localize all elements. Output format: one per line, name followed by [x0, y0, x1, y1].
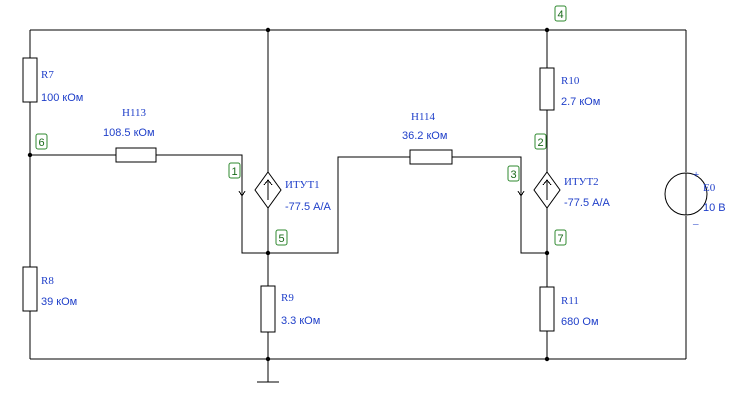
junction-dot — [544, 356, 550, 362]
node-7-marker[interactable]: 7 — [554, 229, 567, 246]
label-r8-name: R8 — [41, 275, 54, 287]
resistor-h113[interactable] — [115, 147, 157, 163]
node-1-label: 1 — [232, 166, 238, 178]
junctions — [27, 27, 550, 362]
node-box — [35, 133, 48, 150]
wire-h113-node1 — [156, 154, 410, 254]
resistor-r11[interactable] — [539, 286, 555, 332]
label-r9-name: R9 — [281, 292, 294, 304]
node-4-marker[interactable]: 4 — [554, 5, 567, 22]
label-itut1-value: -77.5 А/А — [285, 201, 332, 213]
arrow-up-icon — [263, 179, 273, 200]
label-itut2-name: ИТУТ2 — [564, 176, 599, 188]
e0-plus-sign: + — [693, 169, 699, 181]
label-e0-value: 10 В — [703, 202, 726, 214]
node-4-label: 4 — [558, 9, 564, 21]
node-box — [275, 229, 288, 246]
node-3-label: 3 — [511, 169, 517, 181]
resistor-r8[interactable] — [22, 266, 38, 312]
junction-dot — [265, 356, 271, 362]
resistor-r9[interactable] — [260, 285, 276, 333]
junction-dot — [544, 250, 550, 256]
label-r7-name: R7 — [41, 69, 54, 81]
voltage-source-e0[interactable] — [664, 172, 708, 216]
node-5-marker[interactable]: 5 — [275, 229, 288, 246]
node-5-label: 5 — [279, 233, 285, 245]
arrow-up-icon — [542, 179, 552, 200]
junction-dot — [265, 27, 271, 33]
label-e0-name: E0 — [703, 182, 716, 194]
node-box — [228, 162, 241, 179]
node-6-marker[interactable]: 6 — [35, 133, 48, 150]
resistor-h114[interactable] — [409, 149, 453, 165]
label-r11-value: 680 Ом — [561, 316, 599, 328]
control-arrow-3-icon — [517, 183, 525, 197]
node-box — [507, 165, 520, 182]
label-r10-name: R10 — [561, 75, 580, 87]
label-h113-name: H113 — [122, 107, 147, 119]
node-2-label: 2 — [538, 137, 544, 149]
label-h113-value: 108.5 кОм — [103, 127, 155, 139]
label-h114-value: 36.2 кОм — [402, 130, 447, 142]
node-6-label: 6 — [39, 137, 45, 149]
junction-dot — [27, 152, 33, 158]
node-2-marker[interactable]: 2 — [534, 133, 547, 150]
resistor-r10[interactable] — [539, 67, 555, 111]
junction-dot — [544, 27, 550, 33]
node-box — [554, 229, 567, 246]
node-1-marker[interactable]: 1 — [228, 162, 241, 179]
label-r11-name: R11 — [561, 295, 579, 307]
node-7-label: 7 — [558, 233, 564, 245]
control-arrow-1-icon — [238, 183, 246, 197]
label-r7-value: 100 кОм — [41, 92, 83, 104]
node-3-marker[interactable]: 3 — [507, 165, 520, 182]
node-box — [534, 133, 547, 150]
source-itut1[interactable] — [254, 171, 282, 209]
resistor-r7[interactable] — [22, 57, 38, 103]
label-itut2-value: -77.5 А/А — [564, 197, 611, 209]
label-r9-value: 3.3 кОм — [281, 315, 320, 327]
label-r10-value: 2.7 кОм — [561, 96, 600, 108]
source-itut2[interactable] — [533, 171, 561, 209]
wire-h114-node3 — [452, 156, 547, 254]
label-h114-name: H114 — [411, 111, 436, 123]
label-r8-value: 39 кОм — [41, 296, 77, 308]
e0-minus-sign: _ — [692, 214, 699, 226]
node-box — [554, 5, 567, 22]
junction-dot — [265, 250, 271, 256]
label-itut1-name: ИТУТ1 — [285, 179, 320, 191]
